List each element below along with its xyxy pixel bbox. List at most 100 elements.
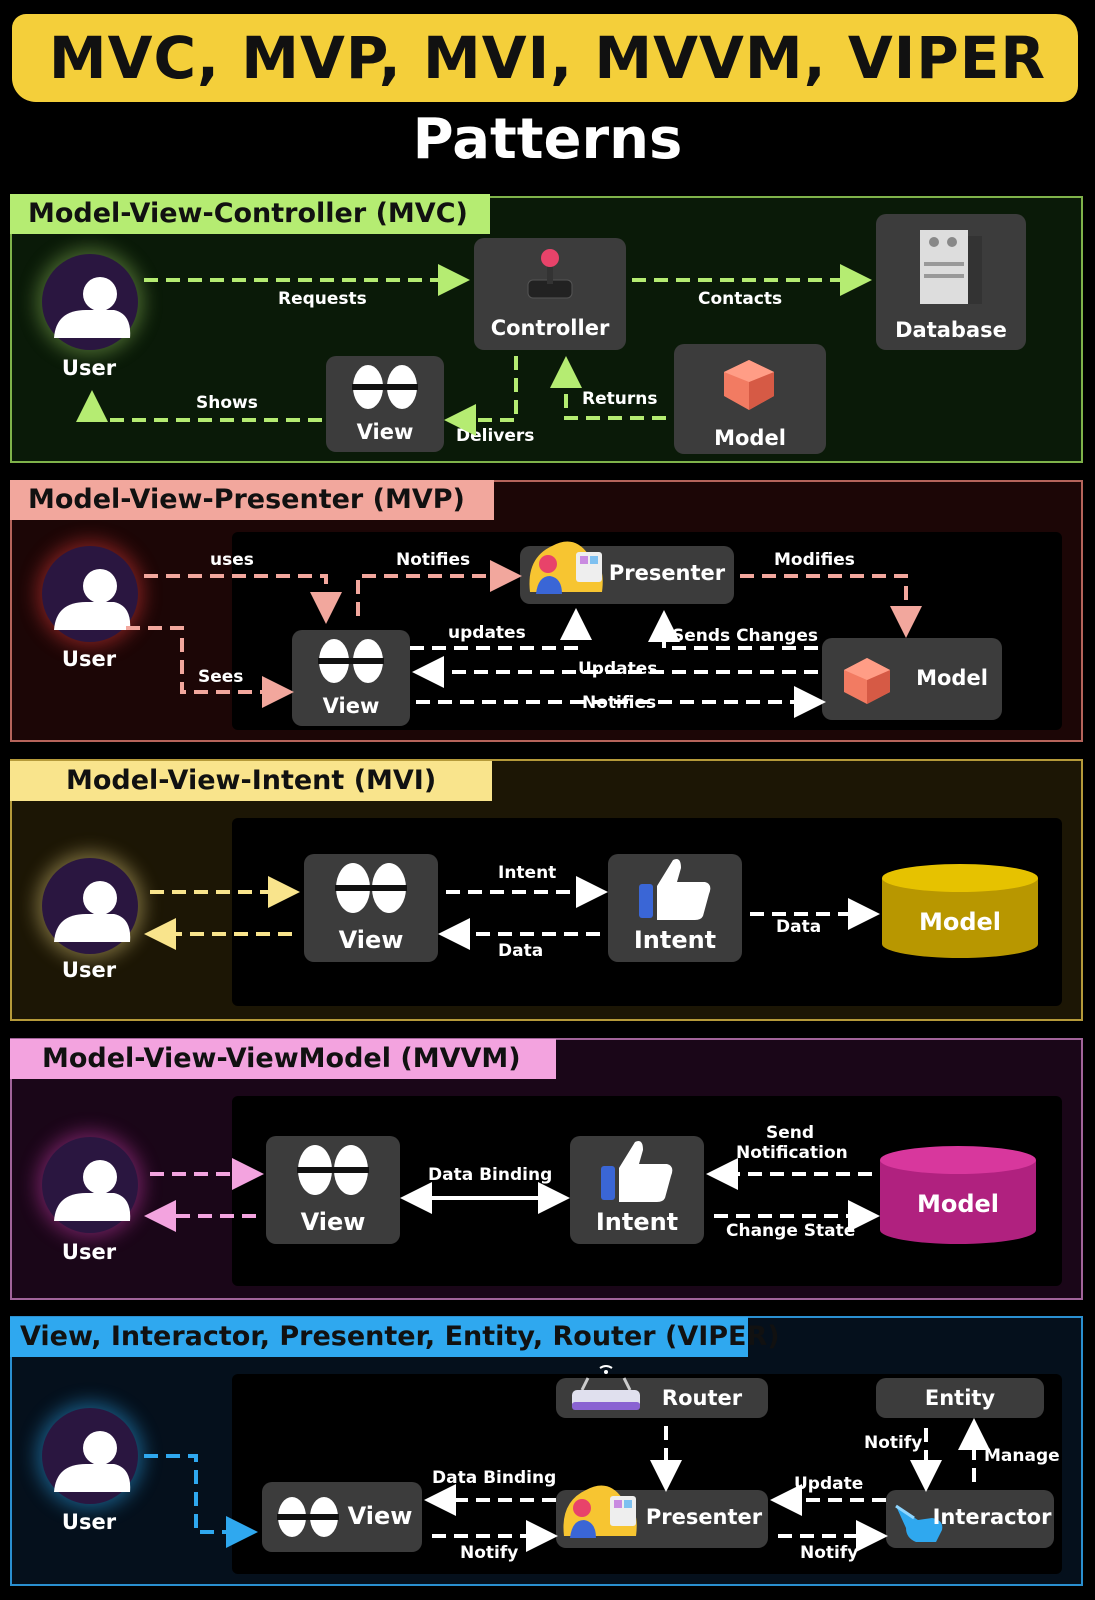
viper-edge-manage: Manage: [984, 1446, 1060, 1466]
user-avatar-icon: [54, 1160, 131, 1221]
pointing-hand-icon: [895, 1504, 943, 1542]
mvp-presenter-label: Presenter: [608, 561, 726, 585]
viper-edge-notify-entity: Notify: [864, 1433, 923, 1453]
cubes-icon: [724, 360, 774, 410]
user-avatar-icon: [54, 277, 131, 338]
mvvm-user-label: User: [61, 1240, 117, 1264]
mvc-controller-label: Controller: [490, 316, 610, 340]
eyes-icon: [297, 1145, 369, 1195]
mvi-model-label: Model: [918, 908, 1002, 936]
mvp-edge-notifies-top: Notifies: [396, 550, 471, 570]
eyes-icon: [352, 365, 418, 409]
mvvm-view-node: View: [266, 1136, 400, 1244]
user-avatar-icon: [54, 1431, 131, 1492]
mvp-view-label: View: [322, 694, 380, 718]
thumbs-up-icon: [601, 1141, 673, 1202]
eyes-icon: [335, 863, 407, 913]
mvvm-intent-label: Intent: [595, 1208, 679, 1236]
mvi-model-cylinder: [882, 864, 1038, 958]
mvi-edge-intent: Intent: [498, 863, 557, 883]
viper-view-node: View: [262, 1482, 422, 1552]
mvi-white-arrows: [438, 876, 880, 950]
mvi-arrows: [144, 876, 300, 950]
viper-router-label: Router: [661, 1386, 743, 1410]
mvp-white-arrows: [410, 608, 826, 718]
mvp-arrows: [126, 560, 922, 708]
mvi-section-label: Model-View-Intent (MVI): [10, 761, 492, 801]
mvi-intent-node: Intent: [608, 854, 742, 962]
viper-interactor-node: Interactor: [886, 1490, 1054, 1548]
mvi-view-node: View: [304, 854, 438, 962]
mvc-edge-contacts: Contacts: [698, 289, 783, 309]
viper-edge-notify-interactor: Notify: [800, 1543, 859, 1563]
mvp-model-node: Model: [822, 638, 1002, 720]
mvp-view-node: View: [292, 630, 410, 726]
viper-entity-node: Entity: [876, 1378, 1044, 1418]
mvi-edge-data-back: Data: [498, 941, 544, 961]
viper-section-label: View, Interactor, Presenter, Entity, Rou…: [10, 1317, 780, 1357]
page-subtitle: Patterns: [412, 107, 683, 172]
mvc-model-label: Model: [714, 426, 786, 450]
viper-user-avatar: [42, 1408, 138, 1504]
mvc-edge-requests: Requests: [278, 289, 367, 309]
mvp-presenter-node: Presenter: [520, 541, 734, 604]
mvvm-arrows: [144, 1158, 264, 1232]
mvc-arrows: [76, 264, 872, 436]
server-icon: [920, 230, 982, 304]
viper-presenter-label: Presenter: [645, 1505, 763, 1529]
viper-interactor-label: Interactor: [932, 1505, 1052, 1529]
router-icon: [572, 1365, 640, 1410]
joystick-icon: [527, 249, 573, 299]
mvp-edge-sees: Sees: [198, 667, 244, 687]
eyes-icon: [277, 1497, 339, 1537]
mvvm-edge-change-state: Change State: [726, 1221, 856, 1241]
viper-view-label: View: [347, 1502, 413, 1530]
viper-presenter-node: Presenter: [556, 1485, 768, 1548]
mvvm-model-label: Model: [916, 1190, 1000, 1218]
viper-edge-notify-view: Notify: [460, 1543, 519, 1563]
mvc-controller-node: Controller: [474, 238, 626, 350]
mvi-intent-label: Intent: [633, 926, 717, 954]
mvi-user-label: User: [61, 958, 117, 982]
viper-white-arrows: [424, 1418, 990, 1552]
mvc-section-label: Model-View-Controller (MVC): [10, 194, 490, 234]
mvp-edge-modifies: Modifies: [774, 550, 855, 570]
mvp-edge-sends-changes: Sends Changes: [672, 626, 819, 646]
mvc-model-node: Model: [674, 344, 826, 454]
mvp-edge-uses: uses: [210, 550, 254, 570]
viper-entity-label: Entity: [924, 1386, 996, 1410]
mvvm-section-label: Model-View-ViewModel (MVVM): [10, 1039, 556, 1079]
mvvm-user-avatar: [42, 1137, 138, 1233]
mvp-user-label: User: [61, 647, 117, 671]
mvvm-model-cylinder: [880, 1146, 1036, 1244]
mvi-user-avatar: [42, 858, 138, 954]
viper-arrows: [144, 1454, 258, 1548]
mvvm-edge-send-notification-2: Notification: [736, 1143, 848, 1163]
mvc-user-label: User: [61, 356, 117, 380]
cubes-icon: [844, 658, 890, 704]
viper-user-label: User: [61, 1510, 117, 1534]
mvc-user-avatar: [42, 254, 138, 350]
viper-router-node: Router: [556, 1365, 768, 1418]
mvvm-edge-send-notification-1: Send: [766, 1123, 815, 1143]
mvc-database-node: Database: [876, 214, 1026, 350]
mvp-section-label: Model-View-Presenter (MVP): [10, 480, 494, 520]
mvvm-white-arrows: [400, 1158, 880, 1232]
thumbs-up-icon: [639, 859, 711, 920]
presenter-illustration-icon: [529, 541, 603, 594]
mvvm-edge-data-binding: Data Binding: [428, 1165, 553, 1185]
mvvm-intent-node: Intent: [570, 1136, 704, 1244]
mvc-database-label: Database: [895, 318, 1007, 342]
viper-edge-data-binding: Data Binding: [432, 1468, 557, 1488]
presenter-illustration-icon: [563, 1485, 637, 1538]
user-avatar-icon: [54, 881, 131, 942]
mvc-view-node: View: [326, 356, 444, 452]
eyes-icon: [318, 639, 384, 683]
mvc-view-label: View: [356, 420, 414, 444]
page-title: MVC, MVP, MVI, MVVM, VIPER: [48, 24, 1047, 92]
mvi-view-label: View: [338, 926, 404, 954]
mvp-edge-updates-lower: updates: [448, 623, 526, 643]
mvvm-view-label: View: [300, 1208, 366, 1236]
mvp-model-label: Model: [916, 666, 988, 690]
